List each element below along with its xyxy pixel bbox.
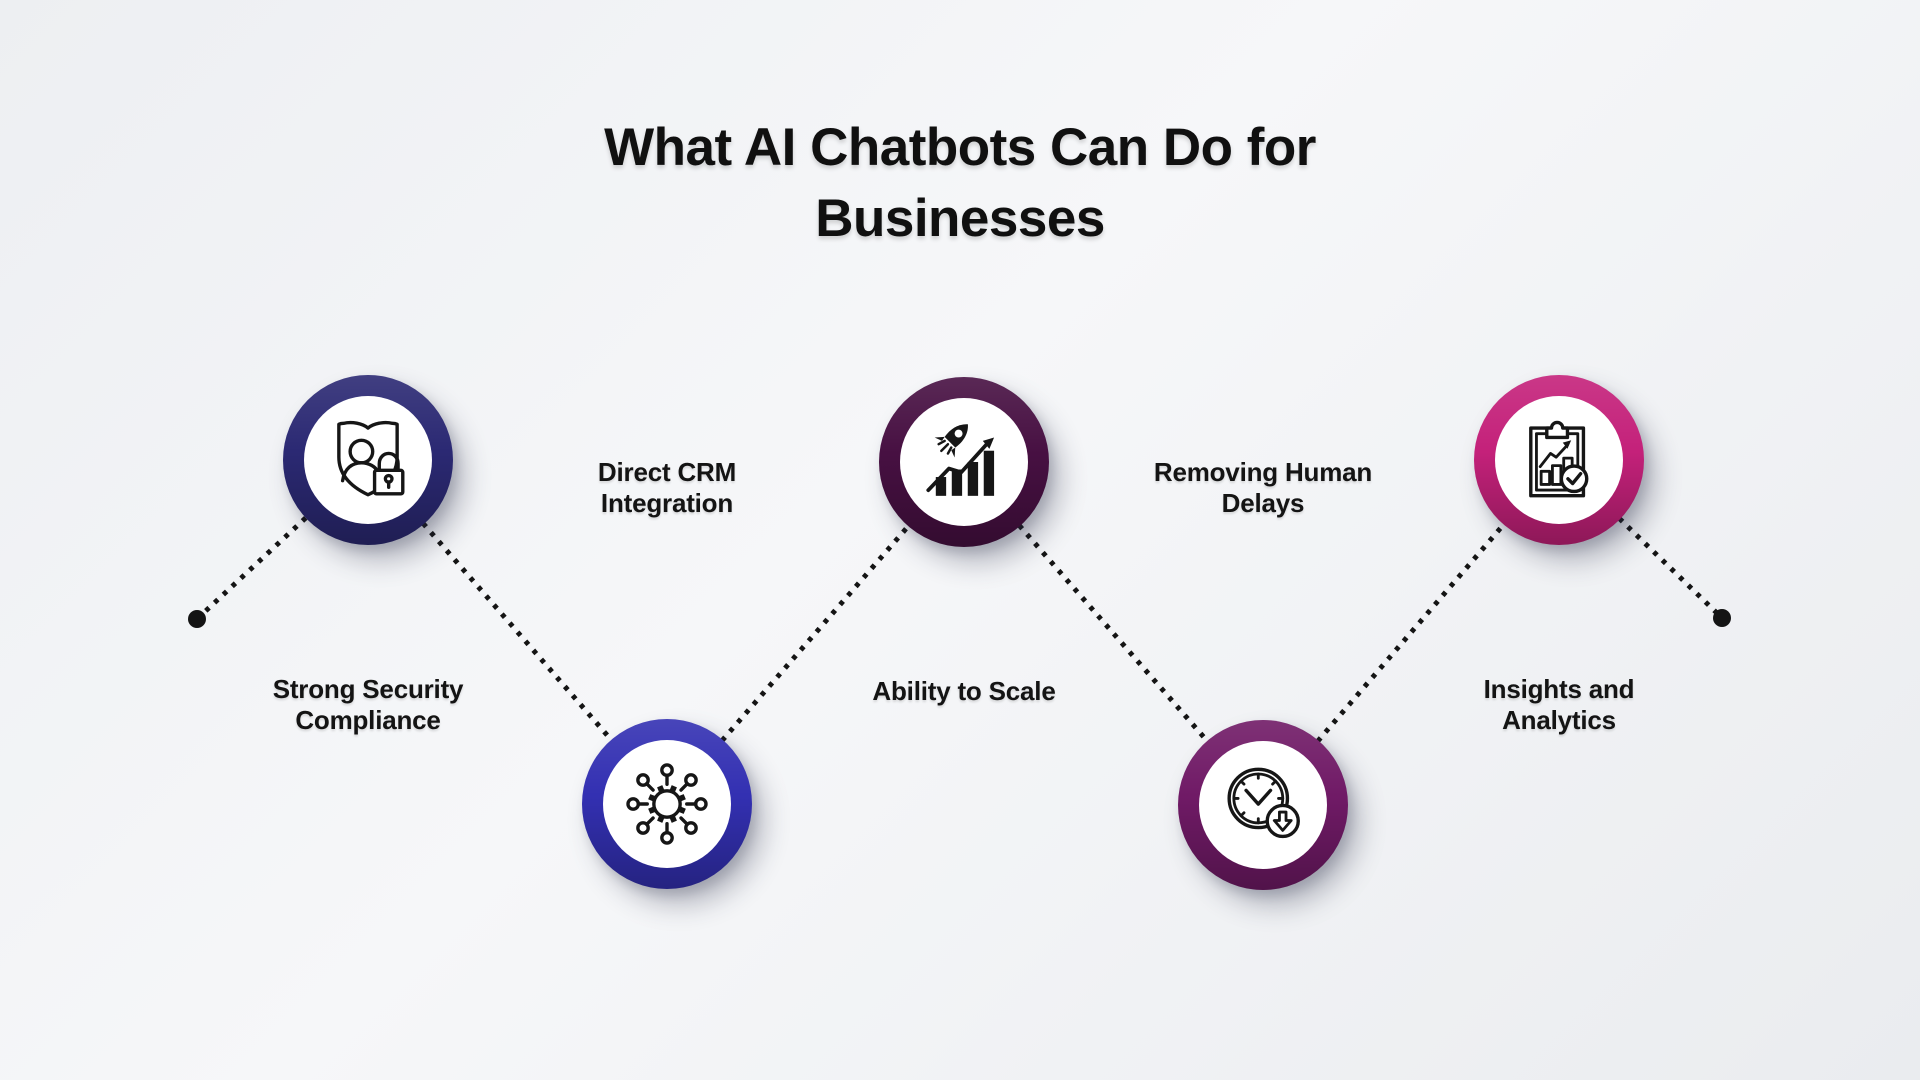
step-label-scale: Ability to Scale: [872, 676, 1056, 706]
step-node-crm-integration: [582, 719, 752, 889]
analytics-clipboard-check-icon: [1529, 420, 1589, 498]
page-title: What AI Chatbots Can Do for Businesses: [480, 112, 1440, 254]
step-node-inner-circle: [304, 396, 432, 524]
rocket-growth-bars-icon: [926, 424, 995, 496]
page-title-line-2: Businesses: [815, 189, 1105, 248]
endpoint-dot-right: [1713, 609, 1731, 627]
page-title-line-1: What AI Chatbots Can Do for: [604, 118, 1316, 177]
step-node-inner-circle: [1199, 741, 1327, 869]
step-node-inner-circle: [603, 740, 731, 868]
step-node-removing-delays: [1178, 720, 1348, 890]
step-label-removing-delays: Removing Human Delays: [1153, 457, 1373, 518]
step-label-crm-integration: Direct CRM Integration: [597, 457, 737, 518]
step-node-scale: [879, 377, 1049, 547]
step-node-insights: [1474, 375, 1644, 545]
step-label-security: Strong Security Compliance: [272, 674, 464, 735]
shield-user-lock-icon: [337, 420, 405, 497]
step-node-inner-circle: [1495, 396, 1623, 524]
step-node-inner-circle: [900, 398, 1028, 526]
clock-delay-icon: [1227, 767, 1300, 839]
network-hub-icon: [626, 763, 708, 845]
step-node-security: [283, 375, 453, 545]
step-label-insights: Insights and Analytics: [1483, 674, 1635, 735]
